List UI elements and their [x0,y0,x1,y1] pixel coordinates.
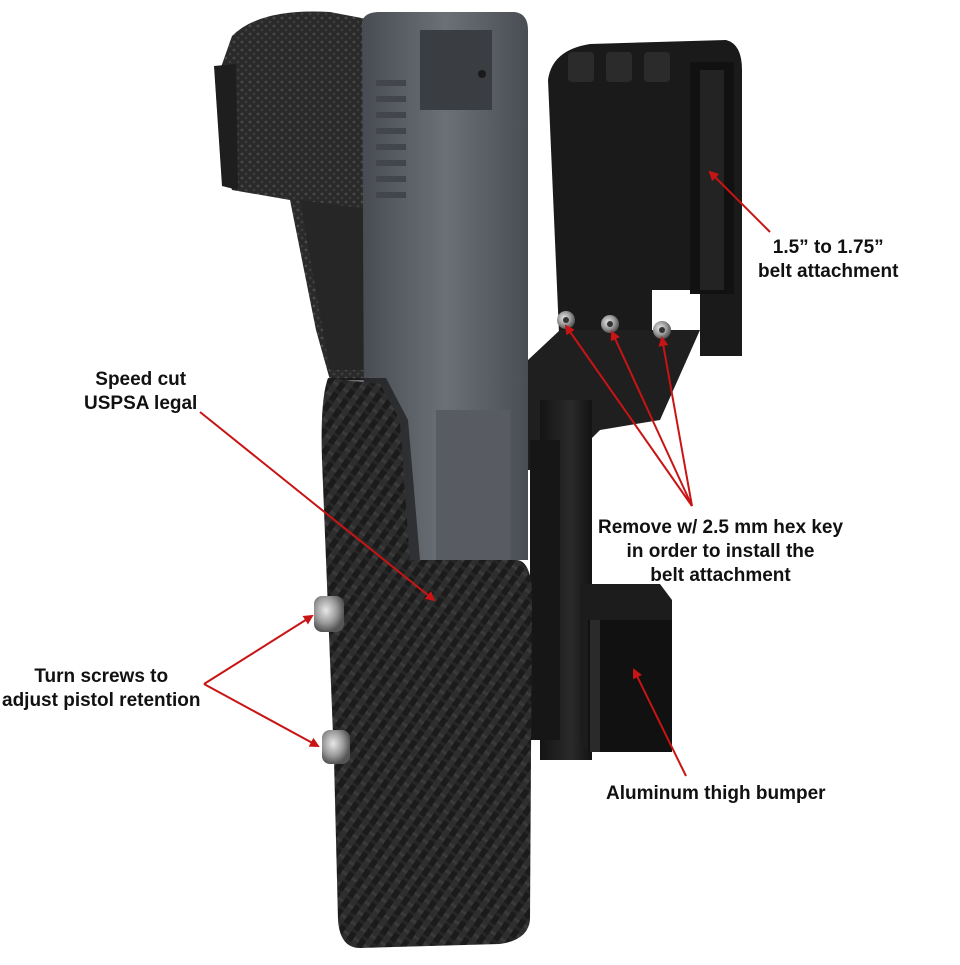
belt-attachment [548,40,742,356]
arrow-belt-attachment [708,170,771,233]
arrow-hex-screw-1 [564,324,693,507]
callout-arrows [199,170,771,777]
label-retention-screws-line1: Turn screws to [34,666,169,687]
label-speed-cut: Speed cut USPSA legal [84,368,197,416]
arrow-hex-screw-2 [610,330,693,507]
label-retention-screws: Turn screws to adjust pistol retention [2,665,200,713]
label-remove-screws-line1: Remove w/ 2.5 mm hex key [598,517,844,538]
label-retention-screws-line2: adjust pistol retention [2,690,201,711]
retention-screws [314,596,350,764]
arrow-retention-screw-top [203,614,314,685]
label-remove-screws-line3: belt attachment [650,565,791,586]
label-thigh-bumper: Aluminum thigh bumper [606,782,826,806]
label-remove-screws-line2: in order to install the [626,541,815,562]
arrow-thigh-bumper [633,668,687,777]
label-belt-attachment-line1: 1.5” to 1.75” [772,237,884,258]
pistol-grip [214,11,372,380]
holster-mount-arm [528,330,700,760]
label-speed-cut-line2: USPSA legal [84,393,198,414]
carbon-fiber-holster [321,378,532,948]
arrow-retention-screw-bottom [203,683,320,747]
label-thigh-bumper-line1: Aluminum thigh bumper [606,783,826,804]
label-remove-screws: Remove w/ 2.5 mm hex key in order to ins… [598,516,843,588]
arrow-speed-cut [199,411,436,602]
label-belt-attachment: 1.5” to 1.75” belt attachment [758,236,898,284]
thigh-bumper [580,584,672,752]
label-belt-attachment-line2: belt attachment [758,261,899,282]
arrow-hex-screw-3 [658,336,693,507]
label-speed-cut-line1: Speed cut [95,369,187,390]
